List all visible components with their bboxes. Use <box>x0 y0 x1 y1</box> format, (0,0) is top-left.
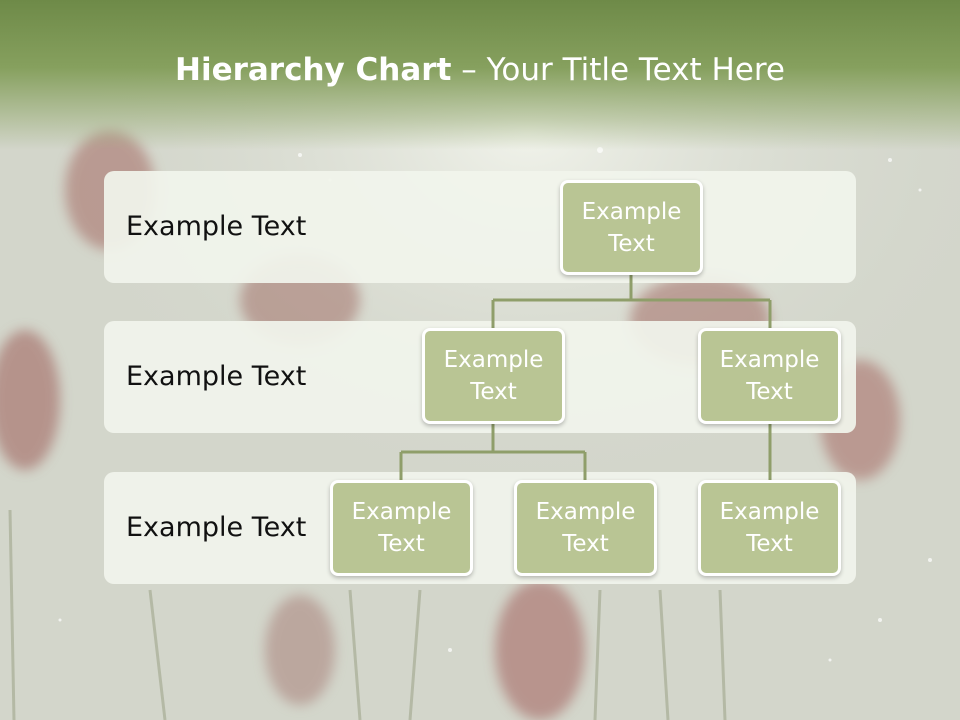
node-root[interactable]: Example Text <box>560 180 703 275</box>
title-bold-part: Hierarchy Chart <box>175 52 452 88</box>
node-level3-middle[interactable]: Example Text <box>514 480 657 576</box>
level-label-1: Example Text <box>126 211 307 242</box>
level-band-1[interactable]: Example Text <box>104 171 856 283</box>
node-level3-left[interactable]: Example Text <box>330 480 473 576</box>
title-bar <box>0 0 960 150</box>
level-label-3: Example Text <box>126 512 307 543</box>
node-level3-right[interactable]: Example Text <box>698 480 841 576</box>
title-rest-part: – Your Title Text Here <box>451 52 785 88</box>
node-level2-right[interactable]: Example Text <box>698 328 841 424</box>
node-level2-left[interactable]: Example Text <box>422 328 565 424</box>
level-label-2: Example Text <box>126 361 307 392</box>
slide-title[interactable]: Hierarchy Chart – Your Title Text Here <box>0 52 960 88</box>
